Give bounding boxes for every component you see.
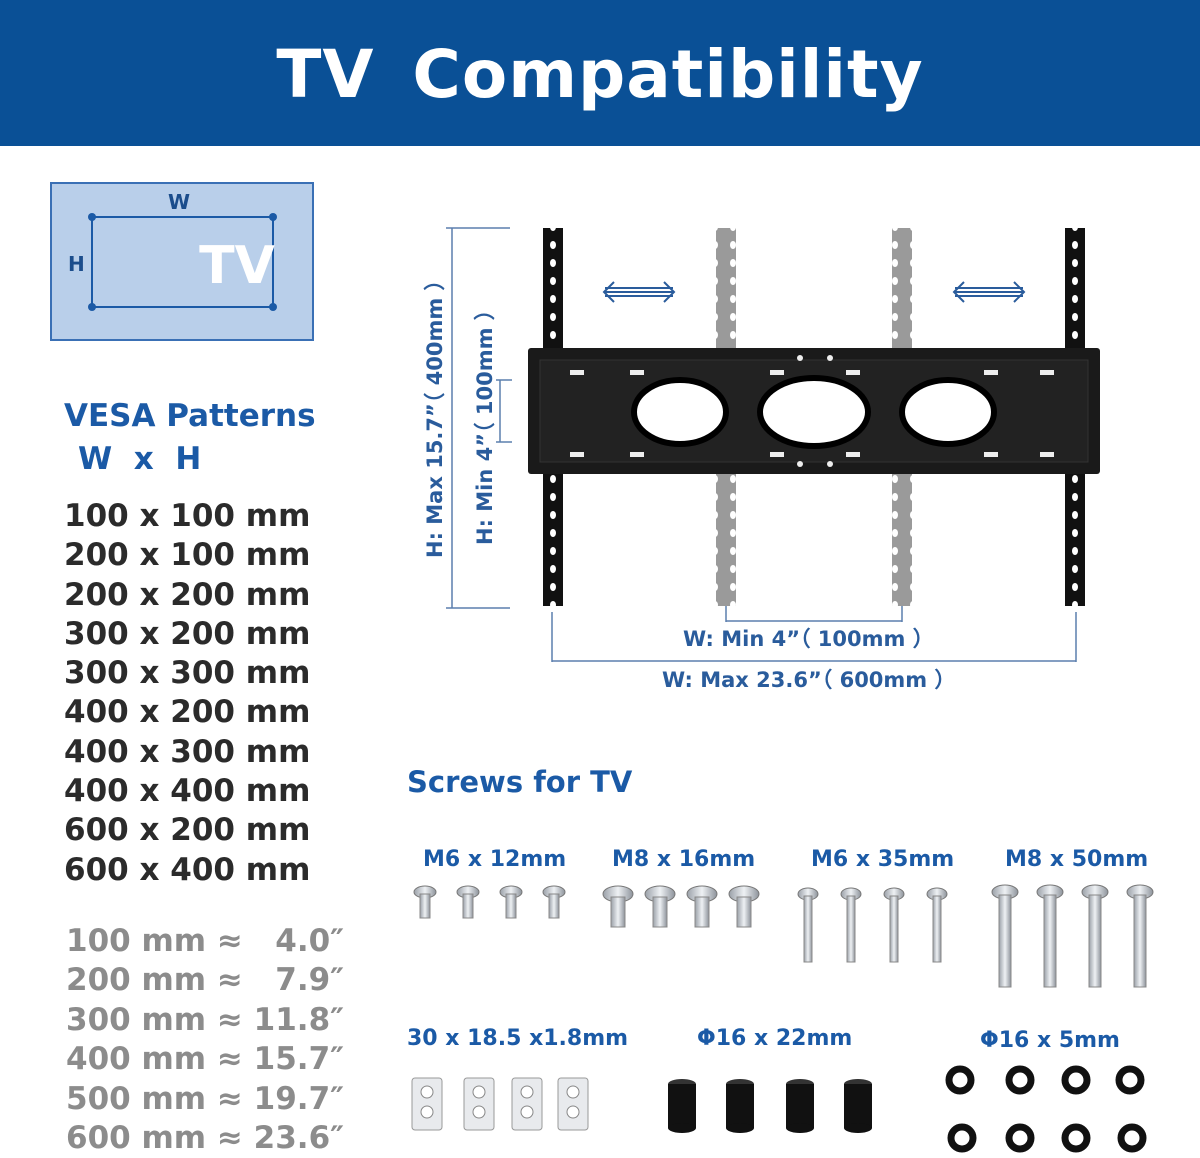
page-title: TV Compatibility [276, 36, 924, 113]
width-min-dimension [725, 606, 903, 622]
conversion-item: 500 mm ≈ 19.7″ [66, 1080, 345, 1117]
height-min-dimension [496, 379, 512, 443]
tv-height-label: H [68, 252, 85, 276]
width-max-label: W: Max 23.6”（ 600mm ） [662, 668, 956, 692]
conversion-item: 300 mm ≈ 11.8″ [66, 1001, 345, 1038]
header-banner [0, 0, 1200, 146]
height-min-label: H: Min 4”（ 100mm ） [473, 299, 497, 545]
conversion-item: 400 mm ≈ 15.7″ [66, 1041, 345, 1078]
screw-label-m8-16: M8 x 16mm [612, 847, 756, 872]
screw-label-m6-35: M6 x 35mm [811, 847, 955, 872]
spacer-label: Φ16 x 22mm [697, 1026, 853, 1051]
washer-label: Φ16 x 5mm [980, 1028, 1120, 1053]
screw-m6-12-icon [413, 885, 566, 919]
vesa-pattern-item: 200 x 200 mm [64, 576, 311, 613]
vesa-title: VESA Patterns [64, 398, 316, 434]
spacer-plate-icon [411, 1077, 589, 1131]
tv-label: TV [199, 236, 275, 296]
height-max-dimension [446, 227, 510, 609]
screw-m6-35-icon [797, 887, 948, 963]
right-adjust-arrow-icon [952, 281, 1026, 303]
conversion-item: 600 mm ≈ 23.6″ [66, 1119, 345, 1156]
spacer-icon [668, 1079, 872, 1133]
screw-m8-50-icon [991, 884, 1154, 988]
screw-label-m8-50: M8 x 50mm [1005, 847, 1149, 872]
left-adjust-arrow-icon [602, 281, 676, 303]
vesa-subtitle: W x H [78, 441, 202, 477]
screws-title: Screws for TV [407, 765, 633, 799]
conversion-item: 100 mm ≈ 4.0″ [66, 923, 345, 959]
width-max-dimension [551, 612, 1077, 662]
wall-plate [528, 348, 1100, 474]
hardware-illustrations [411, 884, 1154, 1153]
conversion-list: 100 mm ≈ 4.0″ 200 mm ≈ 7.9″ 300 mm ≈ 11.… [66, 922, 344, 1158]
tv-vesa-icon: W H TV [50, 182, 314, 341]
washer-icon [945, 1065, 1147, 1153]
tv-width-label: W [168, 190, 191, 214]
screw-label-m6-12: M6 x 12mm [423, 847, 567, 872]
conversion-item: 200 mm ≈ 7.9″ [66, 962, 345, 999]
vesa-pattern-item: 400 x 200 mm [64, 694, 311, 731]
vesa-pattern-item: 400 x 300 mm [64, 733, 311, 770]
screw-m8-16-icon [602, 885, 760, 928]
vesa-pattern-item: 600 x 200 mm [64, 812, 311, 849]
vesa-pattern-item: 100 x 100 mm [64, 498, 311, 534]
vesa-pattern-item: 300 x 200 mm [64, 615, 311, 652]
vesa-pattern-list: 100 x 100 mm 200 x 100 mm 200 x 200 mm 3… [64, 497, 310, 890]
width-min-label: W: Min 4”（ 100mm ） [683, 627, 934, 651]
mount-diagram: H: Max 15.7”（ 400mm ） H: Min 4”（ 100mm ） [423, 227, 1100, 692]
vesa-pattern-item: 400 x 400 mm [64, 773, 311, 810]
vesa-pattern-item: 300 x 300 mm [64, 655, 311, 692]
vesa-pattern-item: 600 x 400 mm [64, 851, 311, 888]
spacer-plate-label: 30 x 18.5 x1.8mm [407, 1026, 629, 1051]
tv-outline-icon [88, 213, 277, 311]
vesa-pattern-item: 200 x 100 mm [64, 537, 311, 574]
height-max-label: H: Max 15.7”（ 400mm ） [423, 269, 447, 558]
